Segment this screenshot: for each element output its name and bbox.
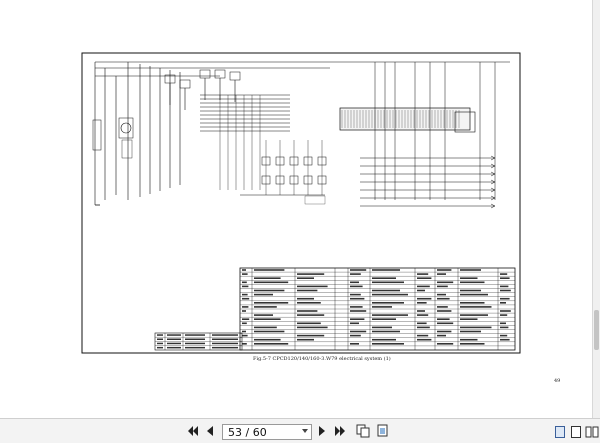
single-page-view-icon[interactable] <box>555 426 565 438</box>
first-page-button[interactable] <box>186 423 200 439</box>
next-page-button[interactable] <box>316 423 328 439</box>
chevron-right-icon <box>319 426 325 436</box>
last-page-button[interactable] <box>333 423 347 439</box>
fit-width-icon <box>377 424 388 437</box>
document-page: Fig.5-7 CPCD120/140/160-3.W79 electrical… <box>81 52 561 384</box>
double-chevron-right-icon <box>335 426 345 436</box>
continuous-view-icon[interactable] <box>571 426 581 438</box>
scrollbar-thumb[interactable] <box>594 310 599 350</box>
chevron-down-icon <box>302 429 308 433</box>
page-indicator-text: 53 / 60 <box>228 425 267 439</box>
chevron-left-icon <box>207 426 213 436</box>
electrical-schematic-diagram <box>81 52 521 354</box>
fit-width-button[interactable] <box>375 423 391 439</box>
page-number-select[interactable]: 53 / 60 <box>222 424 312 440</box>
two-page-view-button[interactable] <box>585 424 599 440</box>
printed-page-number: 49 <box>554 378 561 384</box>
fit-page-icon <box>356 424 370 438</box>
figure-caption: Fig.5-7 CPCD120/140/160-3.W79 electrical… <box>253 356 391 362</box>
two-page-view-icon <box>585 426 599 438</box>
vertical-scrollbar[interactable] <box>592 0 600 418</box>
double-chevron-left-icon <box>188 426 198 436</box>
fit-page-button[interactable] <box>355 423 371 439</box>
previous-page-button[interactable] <box>204 423 216 439</box>
